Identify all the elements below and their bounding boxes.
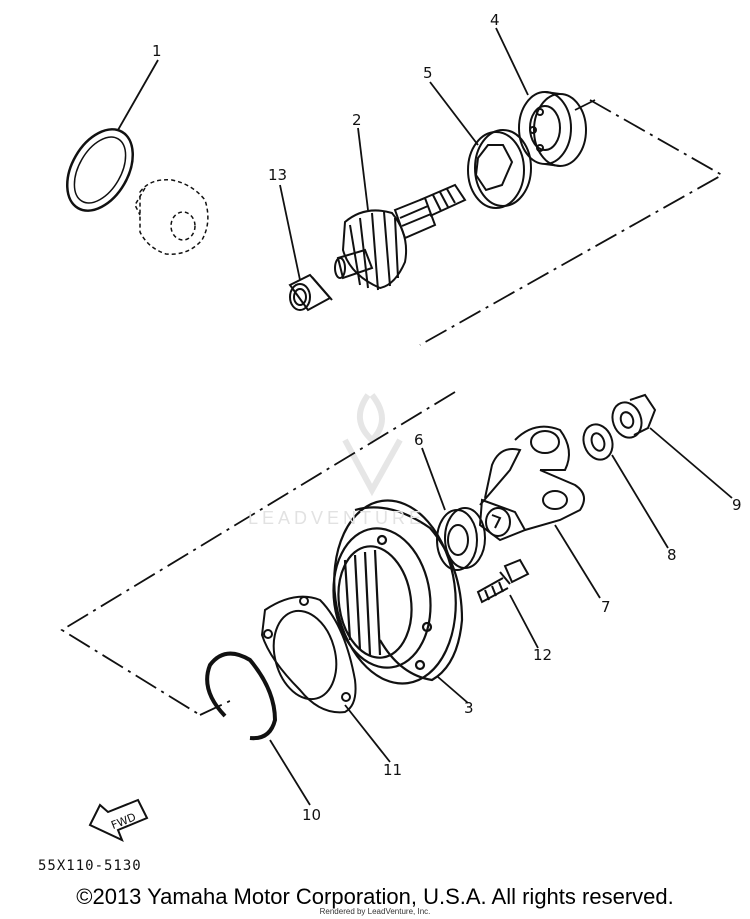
callout-3: 3 xyxy=(464,699,474,717)
watermark-emblem xyxy=(342,393,403,497)
part-3-gear-housing xyxy=(332,499,464,685)
assembly-frame-lines xyxy=(60,99,724,716)
callout-9: 9 xyxy=(732,496,742,514)
callout-13: 13 xyxy=(268,166,287,184)
part-reference-code: 55X110-5130 xyxy=(38,858,142,874)
part-1-o-ring xyxy=(66,128,134,212)
callout-2: 2 xyxy=(352,111,362,129)
part-10-circlip xyxy=(205,651,278,741)
callout-10: 10 xyxy=(302,806,321,824)
callout-4: 4 xyxy=(490,11,500,29)
callout-8: 8 xyxy=(667,546,677,564)
part-13-needle-bearing xyxy=(288,273,333,312)
callout-12: 12 xyxy=(533,646,552,664)
callout-5: 5 xyxy=(423,64,433,82)
part-6-bearing xyxy=(436,507,486,571)
watermark-text: LEADVENTURE xyxy=(248,508,426,528)
part-2-pinion-gear-shaft xyxy=(334,183,467,291)
callout-1: 1 xyxy=(152,42,162,60)
rendered-by-note: Rendered by LeadVenture, Inc. xyxy=(319,907,431,916)
leader-lines xyxy=(117,27,733,806)
phantom-gear-outline xyxy=(134,179,209,255)
part-11-gasket xyxy=(260,595,357,714)
part-12-bolt xyxy=(476,558,530,604)
callout-6: 6 xyxy=(414,431,424,449)
callout-7: 7 xyxy=(601,598,611,616)
callout-numbers: 1 2 3 4 5 6 7 8 9 10 11 12 13 xyxy=(152,11,742,824)
callout-11: 11 xyxy=(383,761,402,779)
part-4-ball-bearing xyxy=(518,91,587,167)
part-9-flange-nut xyxy=(611,393,657,439)
part-5-hex-seal xyxy=(467,129,532,209)
copyright-notice: ©2013 Yamaha Motor Corporation, U.S.A. A… xyxy=(76,884,674,909)
fwd-arrow-icon: FWD xyxy=(88,798,149,842)
part-8-washer xyxy=(582,423,614,461)
part-7-yoke xyxy=(478,425,585,542)
fwd-label: FWD xyxy=(109,810,138,832)
